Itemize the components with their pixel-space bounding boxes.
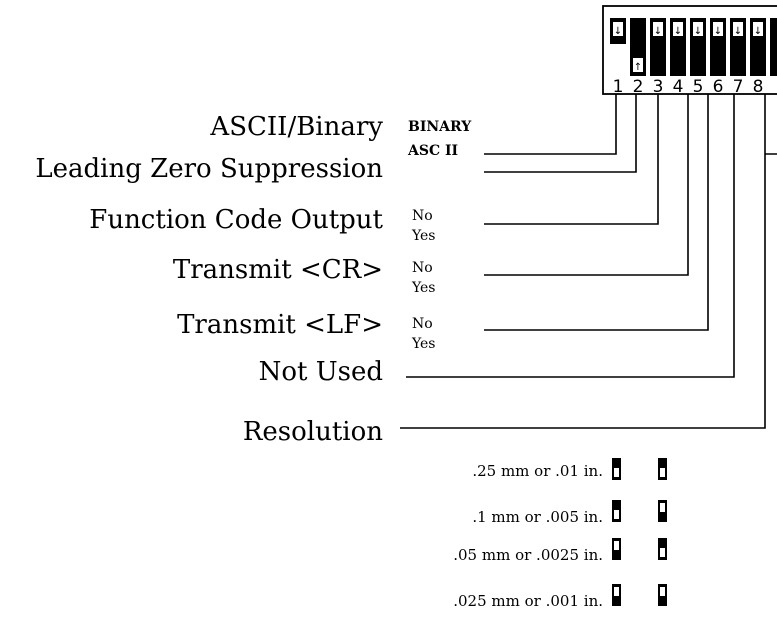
dip-switch-3[interactable]: ↓ bbox=[650, 18, 666, 76]
function-label-function-code-output: Function Code Output bbox=[89, 205, 383, 235]
switch-arrow-up-icon: ↑ bbox=[634, 62, 642, 73]
switch-arrow-down-icon: ↓ bbox=[654, 26, 662, 37]
leader-line-switch-6 bbox=[406, 94, 735, 378]
function-label-transmit-lf: Transmit <LF> bbox=[177, 310, 383, 340]
switch-knob-down bbox=[693, 22, 703, 36]
leader-line-switch-5 bbox=[484, 94, 709, 331]
switch-arrow-down-icon: ↓ bbox=[614, 26, 622, 37]
mini-switch-7-row-2 bbox=[612, 500, 621, 522]
mini-switch-7-row-4 bbox=[612, 584, 621, 606]
leader-line-switch-3 bbox=[484, 94, 659, 225]
dip-switch-4[interactable]: ↓ bbox=[670, 18, 686, 76]
switch-number-4: 4 bbox=[673, 77, 684, 97]
switch-number-1: 1 bbox=[613, 77, 624, 97]
mini-switch-7-row-3 bbox=[612, 538, 621, 560]
leader-line-switch-4 bbox=[484, 94, 689, 276]
switch-arrow-down-icon: ↓ bbox=[714, 26, 722, 37]
option-no: No bbox=[412, 316, 433, 332]
switch-arrow-down-icon: ↓ bbox=[754, 26, 762, 37]
option-yes: Yes bbox=[411, 228, 436, 244]
mini-switch-8-row-2 bbox=[658, 500, 667, 522]
switch-knob-down bbox=[733, 22, 743, 36]
dip-switch-housing bbox=[602, 5, 777, 95]
resolution-option-1: .25 mm or .01 in. bbox=[472, 462, 603, 480]
switch-number-3: 3 bbox=[653, 77, 664, 97]
dip-switch-8[interactable]: ↓ bbox=[750, 18, 766, 76]
function-label-not-used: Not Used bbox=[259, 357, 383, 387]
switch-arrow-down-icon: ↓ bbox=[674, 26, 682, 37]
dip-switch-block: ↓ ↑ ↓ ↓ ↓ ↓ ↓ bbox=[602, 5, 777, 97]
switch-knob-down bbox=[613, 22, 623, 36]
option-yes: Yes bbox=[411, 336, 436, 352]
switch-knob-down bbox=[713, 22, 723, 36]
leader-line-switch-1 bbox=[484, 94, 617, 155]
dip-switch-5[interactable]: ↓ bbox=[690, 18, 706, 76]
dip-switch-6[interactable]: ↓ bbox=[710, 18, 726, 76]
mini-switch-8-row-4 bbox=[658, 584, 667, 606]
switch-arrow-down-icon: ↓ bbox=[694, 26, 702, 37]
dip-switch-number-bar bbox=[604, 78, 777, 93]
resolution-option-2: .1 mm or .005 in. bbox=[472, 508, 603, 526]
option-ascii: ASC II bbox=[407, 143, 458, 159]
leader-line-switch-8 bbox=[764, 94, 777, 155]
function-label-ascii-binary: ASCII/Binary bbox=[209, 112, 383, 142]
switch-knob-up bbox=[633, 58, 643, 72]
option-no: No bbox=[412, 208, 433, 224]
mini-switch-7-row-1 bbox=[612, 458, 621, 480]
leader-lines bbox=[400, 94, 777, 429]
option-binary: BINARY bbox=[408, 119, 472, 135]
function-label-transmit-cr: Transmit <CR> bbox=[173, 255, 383, 285]
switch-knob-down bbox=[653, 22, 663, 36]
leader-line-switch-7 bbox=[400, 154, 766, 429]
switch-arrow-down-icon: ↓ bbox=[734, 26, 742, 37]
function-label-resolution: Resolution bbox=[243, 417, 383, 447]
option-no: No bbox=[412, 260, 433, 276]
function-label-leading-zero: Leading Zero Suppression bbox=[35, 154, 383, 184]
dip-switch-7[interactable]: ↓ bbox=[730, 18, 746, 76]
leader-line-switch-2 bbox=[484, 94, 637, 173]
dip-switch-1[interactable]: ↓ bbox=[610, 18, 626, 44]
switch-knob-down bbox=[673, 22, 683, 36]
mini-switch-8-row-1 bbox=[658, 458, 667, 480]
resolution-option-4: .025 mm or .001 in. bbox=[453, 592, 603, 610]
switch-number-7: 7 bbox=[733, 77, 744, 97]
switch-number-6: 6 bbox=[713, 77, 724, 97]
option-yes: Yes bbox=[411, 280, 436, 296]
switch-number-2: 2 bbox=[633, 77, 644, 97]
resolution-option-3: .05 mm or .0025 in. bbox=[453, 546, 603, 564]
dip-switch-2[interactable]: ↑ bbox=[630, 18, 646, 76]
switch-number-8: 8 bbox=[753, 77, 764, 97]
switch-knob-down bbox=[753, 22, 763, 36]
switch-9-partial bbox=[770, 18, 777, 76]
resolution-table: .25 mm or .01 in. .1 mm or .005 in. .05 … bbox=[453, 458, 667, 610]
function-labels: ASCII/Binary BINARY ASC II Leading Zero … bbox=[35, 112, 472, 447]
mini-switch-8-row-3 bbox=[658, 538, 667, 560]
switch-number-5: 5 bbox=[693, 77, 704, 97]
